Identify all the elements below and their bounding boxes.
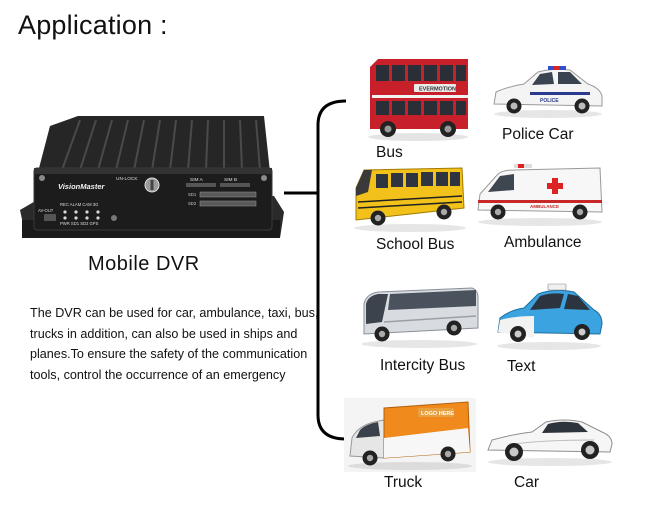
ambulance-side-text: AMBULANCE xyxy=(530,204,559,209)
taxi-icon xyxy=(497,283,603,350)
school-bus-icon xyxy=(354,167,466,232)
sd1-slot xyxy=(199,191,257,198)
sim-b-slot xyxy=(220,183,250,187)
sd1-label: SD1 xyxy=(188,192,197,197)
vehicle-label-bus: Bus xyxy=(376,144,403,161)
av-out-port xyxy=(44,214,56,221)
truck-icon: LOGO HERE xyxy=(344,398,476,472)
intercity-bus-icon xyxy=(361,287,479,348)
dvr-description: The DVR can be used for car, ambulance, … xyxy=(30,306,319,382)
truck-logo-text: LOGO HERE xyxy=(421,411,454,417)
sim-a-slot xyxy=(186,183,216,187)
vehicle-label-school-bus: School Bus xyxy=(376,236,455,253)
bus-sign-text: EVERMOTION xyxy=(419,87,456,93)
av-out-label: AV-OUT xyxy=(38,208,54,213)
sim-a-label: SIM A xyxy=(190,177,204,183)
panel-row2-labels: PWR SD1 SD2 GPS xyxy=(60,221,99,226)
ambulance-icon: AMBULANCE xyxy=(477,164,603,226)
double-decker-bus-icon: EVERMOTION xyxy=(368,59,468,141)
panel-row1-labels: REC ALAM CAM 3G xyxy=(60,202,98,207)
connector-bracket xyxy=(284,99,347,441)
page-heading: Application : xyxy=(18,10,168,40)
dvr-lock-label: UN-LOCK xyxy=(116,176,138,182)
sd2-label: SD2 xyxy=(188,201,197,206)
vehicle-label-ambulance: Ambulance xyxy=(504,234,582,251)
vehicle-label-police-car: Police Car xyxy=(502,126,574,143)
vehicle-label-truck: Truck xyxy=(384,474,423,491)
sports-car-icon xyxy=(487,419,613,466)
mobile-dvr-image: VisionMaster UN-LOCK SIM A SIM B SD1 SD2… xyxy=(20,116,284,238)
dvr-caption: Mobile DVR xyxy=(88,253,200,275)
sd2-slot xyxy=(199,200,257,207)
svg-text:POLICE: POLICE xyxy=(540,98,559,104)
dvr-heatsink xyxy=(38,116,270,172)
vehicle-label-car: Car xyxy=(514,474,539,491)
vehicle-label-text: Text xyxy=(507,358,536,375)
vehicle-label-intercity-bus: Intercity Bus xyxy=(380,357,466,374)
police-car-icon: POLICE xyxy=(493,66,603,118)
dvr-brand: VisionMaster xyxy=(58,182,105,191)
sim-b-label: SIM B xyxy=(224,177,237,183)
